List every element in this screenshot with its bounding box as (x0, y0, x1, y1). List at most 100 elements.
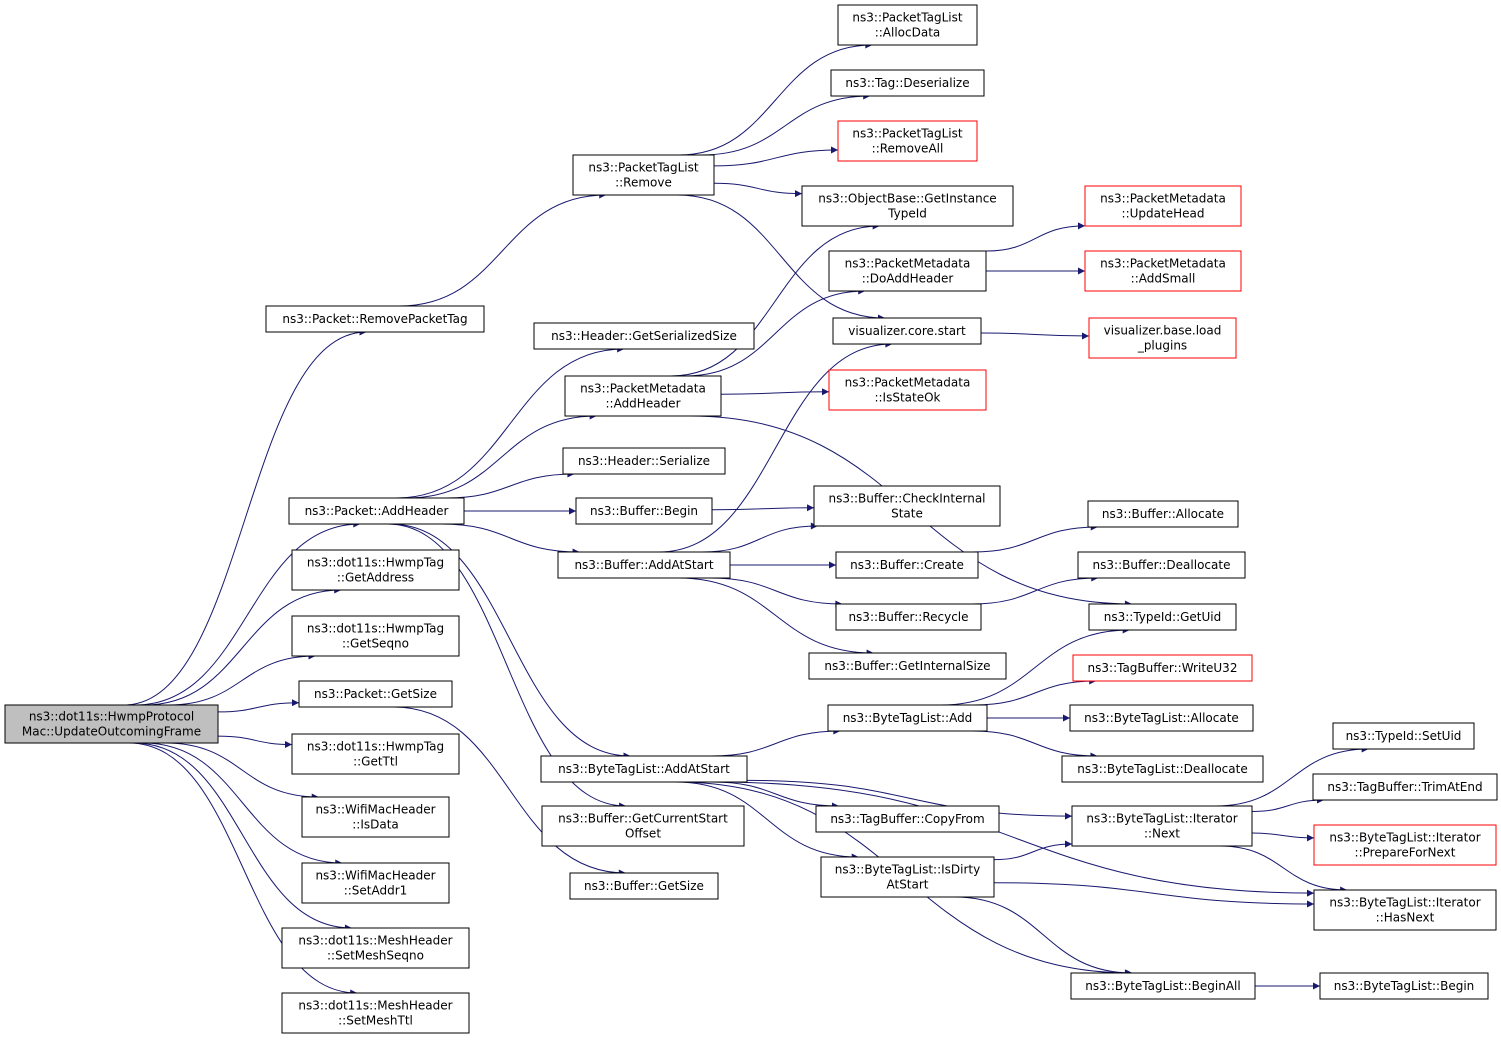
edge-pm-add-header-to-pm-do-add-header (685, 287, 866, 377)
node-hwmp-get-ttl[interactable]: ns3::dot11s::HwmpTag::GetTtl (291, 733, 460, 775)
node-hwmp-get-seqno[interactable]: ns3::dot11s::HwmpTag::GetSeqno (291, 615, 460, 657)
node-buf-check-int-label-2: State (891, 507, 923, 521)
node-vis-load-plugins-label-2: _plugins (1137, 339, 1187, 353)
edge-btl-is-dirty-to-btl-iter-next (993, 840, 1073, 861)
node-mesh-set-seqno[interactable]: ns3::dot11s::MeshHeader::SetMeshSeqno (281, 927, 470, 969)
node-tid-set-uid-label-1: ns3::TypeId::SetUid (1346, 729, 1462, 743)
node-add-header[interactable]: ns3::Packet::AddHeader (288, 497, 465, 525)
node-buf-get-int-size-box (808, 652, 1007, 680)
node-btl-iter-next[interactable]: ns3::ByteTagList::Iterator::Next (1071, 805, 1253, 847)
node-packet-get-size[interactable]: ns3::Packet::GetSize (298, 680, 453, 708)
node-vis-load-plugins[interactable]: visualizer.base.load_plugins (1088, 317, 1237, 359)
node-ptl-remove[interactable]: ns3::PacketTagList::Remove (572, 154, 715, 196)
node-buf-deallocate[interactable]: ns3::Buffer::Deallocate (1077, 551, 1246, 579)
node-tb-write-u32-box (1072, 654, 1253, 682)
edge-btl-is-dirty-to-btl-begin-all (954, 896, 1133, 977)
edge-pm-add-header-to-pm-is-state-ok (720, 388, 830, 396)
edge-add-header-to-buf-get-cur-start (387, 523, 627, 810)
node-ptl-remove-all[interactable]: ns3::PacketTagList::RemoveAll (837, 120, 978, 162)
node-remove-packet-tag-box (265, 305, 485, 333)
node-vis-start[interactable]: visualizer.core.start (832, 317, 982, 345)
node-pm-update-head-label-1: ns3::PacketMetadata (1100, 192, 1226, 206)
node-mesh-set-ttl[interactable]: ns3::dot11s::MeshHeader::SetMeshTtl (281, 992, 470, 1034)
node-hdr-get-ser-size[interactable]: ns3::Header::GetSerializedSize (533, 322, 755, 350)
node-btl-add[interactable]: ns3::ByteTagList::Add (827, 704, 988, 732)
node-pm-do-add-header[interactable]: ns3::PacketMetadata::DoAddHeader (828, 250, 987, 292)
edge-buf-add-at-start-to-buf-get-int-size (677, 577, 874, 657)
node-pm-is-state-ok[interactable]: ns3::PacketMetadata::IsStateOk (828, 369, 987, 411)
node-btl-add-at-start[interactable]: ns3::ByteTagList::AddAtStart (540, 755, 748, 783)
node-wifi-is-data-label-2: ::IsData (352, 818, 399, 832)
node-wifi-set-addr1[interactable]: ns3::WifiMacHeader::SetAddr1 (301, 862, 450, 904)
node-ptl-remove-all-label-1: ns3::PacketTagList (852, 127, 962, 141)
node-buf-add-at-start[interactable]: ns3::Buffer::AddAtStart (557, 551, 731, 579)
node-obj-get-inst-tid-label-1: ns3::ObjectBase::GetInstance (818, 192, 996, 206)
node-wifi-is-data[interactable]: ns3::WifiMacHeader::IsData (301, 796, 450, 838)
node-tb-trim-at-end[interactable]: ns3::TagBuffer::TrimAtEnd (1312, 773, 1498, 801)
edge-vis-start-to-vis-load-plugins (980, 332, 1090, 340)
node-buf-get-int-size[interactable]: ns3::Buffer::GetInternalSize (808, 652, 1007, 680)
node-buf-allocate[interactable]: ns3::Buffer::Allocate (1087, 500, 1239, 528)
node-root-label-2: Mac::UpdateOutcomingFrame (22, 725, 201, 739)
node-pm-add-small-label-1: ns3::PacketMetadata (1100, 257, 1226, 271)
node-buf-check-int-label-1: ns3::Buffer::CheckInternal (828, 492, 985, 506)
edge-root-to-mesh-set-ttl (128, 742, 358, 997)
node-btl-deallocate[interactable]: ns3::ByteTagList::Deallocate (1061, 755, 1264, 783)
node-add-header-label-1: ns3::Packet::AddHeader (305, 504, 449, 518)
node-tb-write-u32[interactable]: ns3::TagBuffer::WriteU32 (1072, 654, 1253, 682)
node-buf-get-size[interactable]: ns3::Buffer::GetSize (569, 872, 719, 900)
node-ptl-alloc-data[interactable]: ns3::PacketTagList::AllocData (837, 4, 978, 46)
node-pm-update-head-label-2: ::UpdateHead (1122, 207, 1205, 221)
node-buf-allocate-box (1087, 500, 1239, 528)
edge-buf-add-at-start-to-vis-start (658, 340, 893, 553)
node-pm-update-head[interactable]: ns3::PacketMetadata::UpdateHead (1084, 185, 1242, 227)
node-buf-deallocate-box (1077, 551, 1246, 579)
node-buf-create[interactable]: ns3::Buffer::Create (835, 551, 979, 579)
node-buf-begin-label-1: ns3::Buffer::Begin (590, 504, 698, 518)
node-btl-iter-prep[interactable]: ns3::ByteTagList::Iterator::PrepareForNe… (1313, 824, 1497, 866)
node-wifi-set-addr1-label-2: ::SetAddr1 (344, 884, 408, 898)
node-hdr-get-ser-size-box (533, 322, 755, 350)
node-tid-set-uid[interactable]: ns3::TypeId::SetUid (1332, 722, 1475, 750)
edge-ptl-remove-to-ptl-remove-all (713, 146, 839, 167)
node-btl-iter-has-next[interactable]: ns3::ByteTagList::Iterator::HasNext (1313, 889, 1497, 931)
node-tb-copy-from[interactable]: ns3::TagBuffer::CopyFrom (815, 805, 1000, 833)
node-root[interactable]: ns3::dot11s::HwmpProtocolMac::UpdateOutc… (4, 704, 219, 744)
node-buf-get-cur-start-label-1: ns3::Buffer::GetCurrentStart (558, 812, 728, 826)
node-hwmp-get-address[interactable]: ns3::dot11s::HwmpTag::GetAddress (291, 549, 460, 591)
node-buf-get-cur-start-label-2: Offset (625, 827, 661, 841)
edge-add-header-to-hdr-serialize (446, 470, 575, 499)
node-pm-add-small[interactable]: ns3::PacketMetadata::AddSmall (1084, 250, 1242, 292)
node-btl-iter-has-next-box (1313, 889, 1497, 931)
node-buf-add-at-start-box (557, 551, 731, 579)
node-ptl-remove-box (572, 154, 715, 196)
node-buf-begin[interactable]: ns3::Buffer::Begin (575, 497, 713, 525)
node-pm-add-small-label-2: ::AddSmall (1131, 272, 1196, 286)
node-buf-recycle[interactable]: ns3::Buffer::Recycle (835, 603, 982, 631)
node-btl-iter-prep-label-2: ::PrepareForNext (1355, 846, 1456, 860)
edge-packet-get-size-to-buf-get-size (393, 706, 626, 877)
node-tag-deserialize-label-1: ns3::Tag::Deserialize (845, 76, 969, 90)
node-tid-set-uid-box (1332, 722, 1475, 750)
node-tag-deserialize[interactable]: ns3::Tag::Deserialize (830, 69, 985, 97)
node-vis-load-plugins-box (1088, 317, 1237, 359)
node-btl-add-label-1: ns3::ByteTagList::Add (843, 711, 973, 725)
node-btl-begin[interactable]: ns3::ByteTagList::Begin (1319, 972, 1489, 1000)
node-pm-add-header[interactable]: ns3::PacketMetadata::AddHeader (564, 375, 722, 417)
node-remove-packet-tag[interactable]: ns3::Packet::RemovePacketTag (265, 305, 485, 333)
node-hwmp-get-ttl-label-1: ns3::dot11s::HwmpTag (307, 740, 444, 754)
node-pm-add-header-label-2: ::AddHeader (605, 397, 680, 411)
node-mesh-set-ttl-box (281, 992, 470, 1034)
node-obj-get-inst-tid-box (801, 185, 1014, 227)
node-mesh-set-ttl-label-1: ns3::dot11s::MeshHeader (298, 999, 452, 1013)
node-btl-begin-all[interactable]: ns3::ByteTagList::BeginAll (1070, 972, 1256, 1000)
node-tid-get-uid[interactable]: ns3::TypeId::GetUid (1088, 603, 1237, 631)
node-btl-allocate[interactable]: ns3::ByteTagList::Allocate (1069, 704, 1254, 732)
node-hwmp-get-ttl-label-2: ::GetTtl (353, 755, 398, 769)
node-hdr-serialize[interactable]: ns3::Header::Serialize (562, 447, 726, 475)
